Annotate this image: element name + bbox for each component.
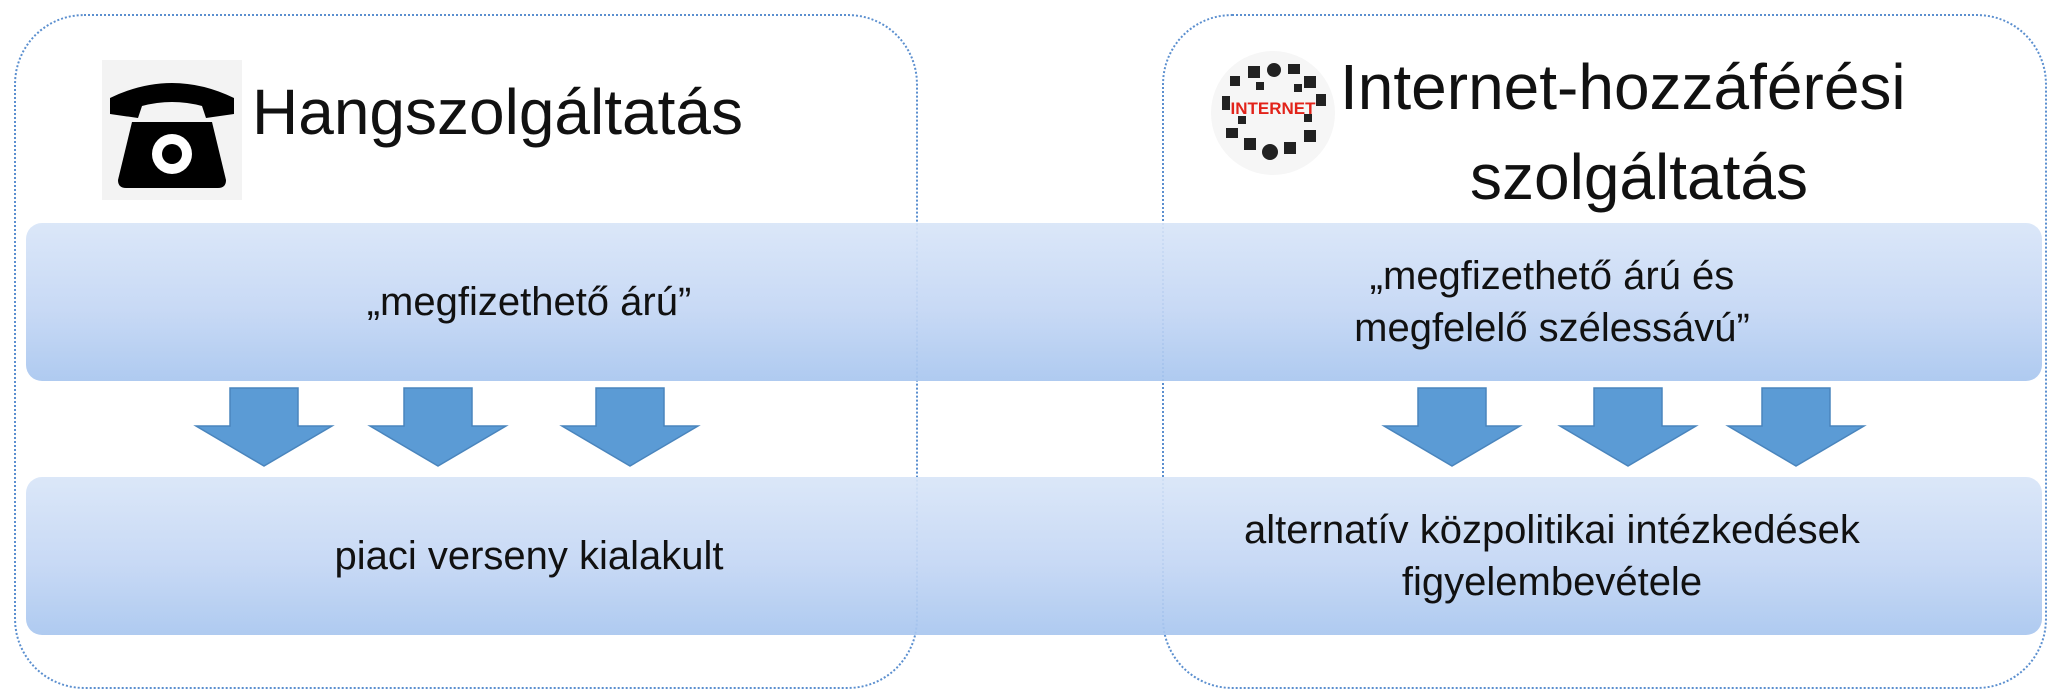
internet-service-title-line2: szolgáltatás (1470, 141, 1808, 213)
internet-affordability-line2: megfelelő szélessávú” (1354, 306, 1750, 350)
internet-affordability-line1: „megfizethető árú és (1369, 254, 1735, 298)
voice-affordability-label: „megfizethető árú” (366, 280, 692, 324)
internet-icon-label: INTERNET (1231, 99, 1317, 118)
internet-service-title-line1: Internet-hozzáférési (1340, 51, 1906, 123)
voice-affordability-text: „megfizethető árú” (26, 223, 1032, 381)
internet-outcome-line2: figyelembevétele (1401, 560, 1703, 604)
voice-service-title: Hangszolgáltatás (252, 76, 743, 148)
internet-affordability-text: „megfizethető árú és megfelelő szélessáv… (1062, 223, 2042, 381)
band-affordability (26, 223, 2042, 381)
voice-outcome-label: piaci verseny kialakult (334, 534, 724, 578)
internet-icon: INTERNET (1208, 48, 1338, 178)
internet-outcome-text: alternatív közpolitikai intézkedések fig… (1062, 477, 2042, 635)
band-outcome (26, 477, 2042, 635)
voice-outcome-text: piaci verseny kialakult (26, 477, 1032, 635)
internet-outcome-line1: alternatív közpolitikai intézkedések (1244, 508, 1860, 552)
telephone-icon (102, 60, 242, 200)
